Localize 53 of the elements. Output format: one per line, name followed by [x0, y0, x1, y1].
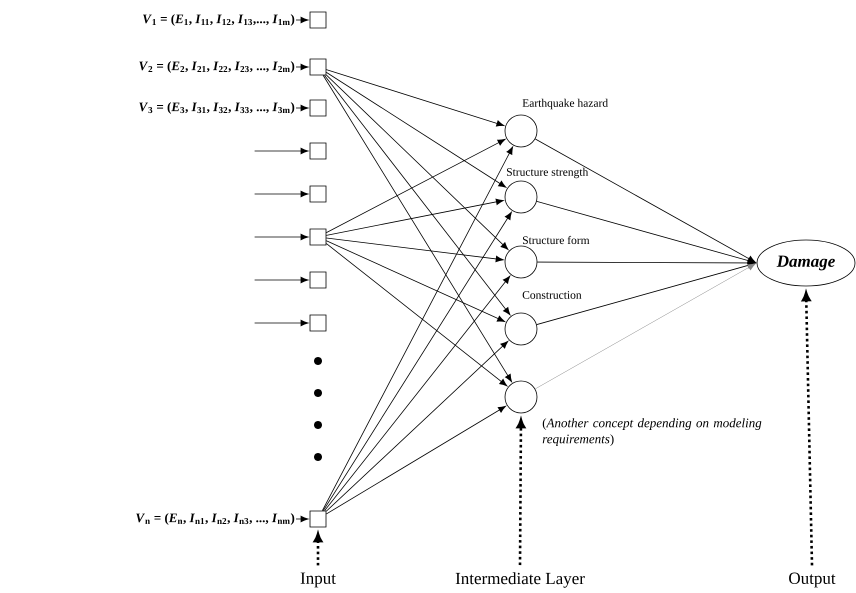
layer-label: Input	[300, 572, 336, 588]
arrow	[322, 146, 514, 511]
arrow	[534, 138, 756, 263]
arrow	[326, 72, 506, 188]
vector-label: V$_{n}$ = (E$_{n}$, I$_{n1}$, I$_{n2}$, I$_{n3}$, ..., I$_{nm}$)	[136, 513, 294, 525]
arrow	[296, 16, 308, 24]
concept-label: Structure form	[522, 236, 590, 244]
concept-label: Structure strength	[506, 168, 588, 178]
input-box	[310, 228, 326, 246]
input-box	[310, 58, 326, 76]
input-box	[310, 12, 326, 28]
arrow	[254, 148, 308, 154]
concept-label: Earthquake hazard	[522, 98, 608, 110]
arrow	[254, 276, 308, 284]
arrow	[314, 532, 322, 566]
arrow	[326, 69, 504, 127]
arrow	[254, 190, 308, 198]
arrow	[296, 64, 308, 70]
arrow	[326, 138, 506, 234]
arrow	[326, 406, 506, 514]
arrow	[326, 198, 504, 236]
input-box	[310, 510, 326, 528]
arrow	[254, 234, 308, 240]
arrow	[536, 262, 756, 325]
layer-label: Output	[789, 572, 836, 588]
concept-label: Construction	[522, 291, 582, 299]
arrow	[322, 212, 512, 511]
arrow	[324, 276, 510, 511]
vector-label: V$_{2}$ = (E$_{2}$, I$_{21}$, I$_{22}$, I$_{23}$, ..., I$_{2m}$)	[139, 61, 294, 73]
input-box	[310, 100, 326, 116]
input-box	[310, 186, 326, 202]
layer-label: Intermediate Layer	[456, 572, 585, 588]
input-box	[310, 272, 326, 288]
arrow	[802, 292, 814, 566]
arrow	[326, 238, 504, 262]
arrow	[322, 75, 512, 382]
vector-label: V$_{3}$ = (E$_{3}$, I$_{31}$, I$_{32}$, I$_{33}$, ..., I$_{3m}$)	[139, 102, 294, 114]
arrow	[326, 74, 508, 250]
arrow	[536, 201, 756, 264]
arrow	[326, 340, 508, 512]
arrow	[516, 418, 526, 566]
concept-label: (Another concept depending on modeling requirements)	[542, 418, 762, 446]
vector-label: V$_{1}$ = (E$_{1}$, I$_{11}$, I$_{12}$, I$_{13}$,..., I$_{1m}$)	[143, 14, 294, 26]
arrow	[326, 243, 508, 386]
arrow	[254, 320, 308, 326]
arrow	[326, 240, 506, 322]
arrow	[535, 263, 756, 390]
arrow	[296, 516, 308, 522]
arrow	[324, 75, 510, 316]
arrow	[296, 104, 308, 112]
input-box	[310, 314, 326, 332]
arrow	[537, 260, 756, 266]
input-box	[310, 142, 326, 160]
